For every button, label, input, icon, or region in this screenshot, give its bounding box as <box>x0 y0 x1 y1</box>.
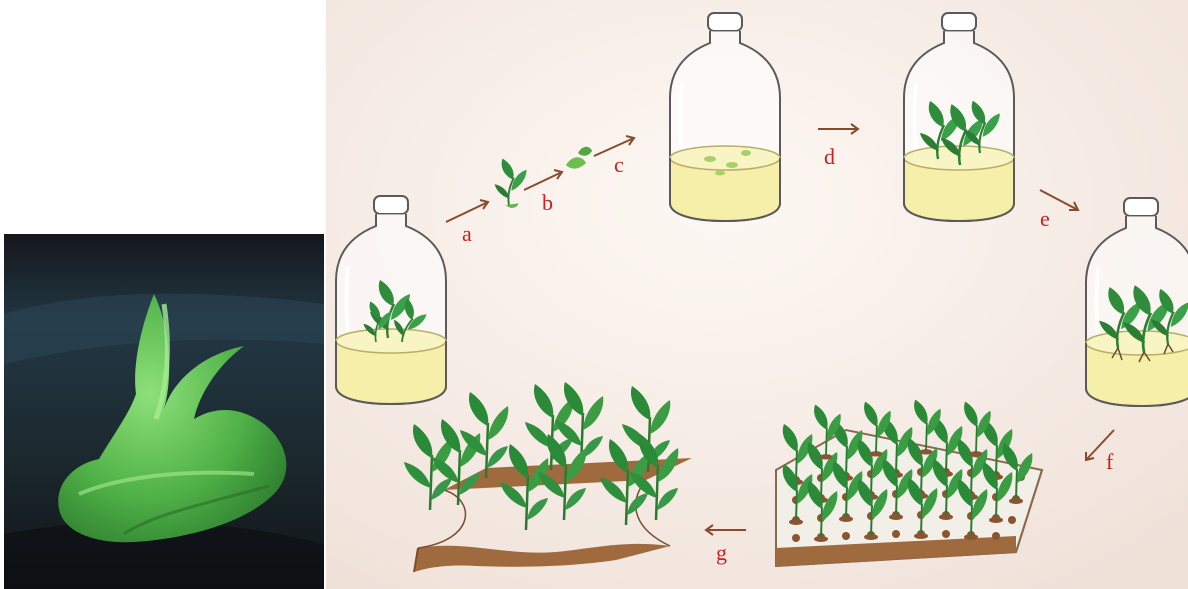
label-c: c <box>614 152 624 177</box>
label-a: a <box>462 221 472 246</box>
label-g: g <box>716 540 727 565</box>
tissue-culture-diagram: a b c d e f g <box>326 0 1188 589</box>
label-b: b <box>542 190 553 215</box>
callus-photo <box>4 234 324 589</box>
label-d: d <box>824 144 835 169</box>
label-e: e <box>1040 206 1050 231</box>
label-f: f <box>1106 449 1114 474</box>
